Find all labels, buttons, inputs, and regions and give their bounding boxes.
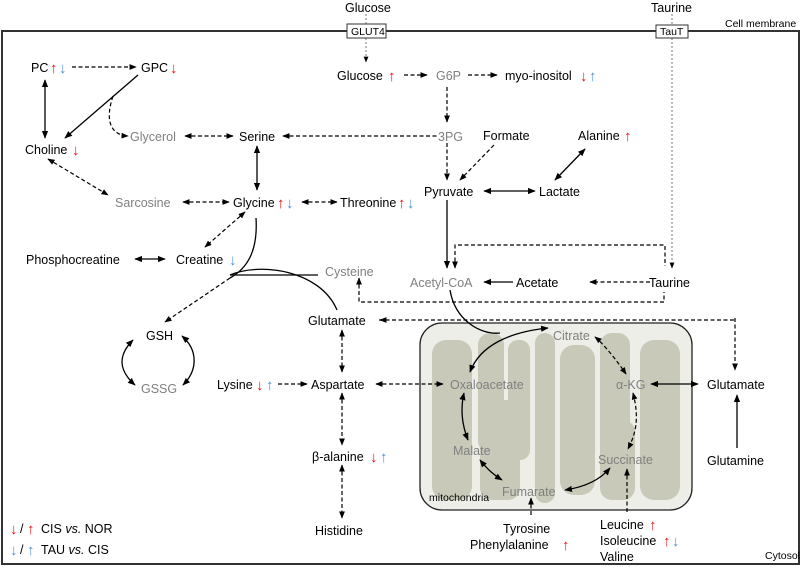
node-lysine: Lysine: [217, 378, 253, 392]
node-alpha-kg: α-KG: [616, 378, 645, 392]
node-formate: Formate: [483, 129, 530, 143]
glut4-label: GLUT4: [351, 26, 385, 38]
node-glutamine: Glutamine: [707, 454, 764, 468]
cell-membrane-label: Cell membrane: [725, 18, 796, 30]
node-valine: Valine: [600, 550, 634, 564]
mitochondria: mitochondria: [419, 322, 693, 511]
legend-slash: /: [20, 543, 24, 557]
up-blue-arrow-icon: ↑: [589, 68, 597, 85]
down-blue-arrow-icon: ↓: [229, 252, 237, 269]
node-aspartate: Aspartate: [311, 378, 365, 392]
node-glucose: Glucose: [337, 69, 383, 83]
extracellular-glucose: Glucose: [345, 1, 391, 15]
node-isoleucine: Isoleucine: [600, 534, 656, 548]
node-glutamate-mito: Glutamate: [707, 378, 765, 392]
node-tyrosine: Tyrosine: [503, 522, 550, 536]
up-red-arrow-icon: ↑: [663, 533, 671, 550]
down-red-arrow-icon: ↓: [72, 142, 80, 159]
node-myo-inositol: myo-inositol: [505, 69, 572, 83]
node-glutamate: Glutamate: [308, 314, 366, 328]
node-serine: Serine: [239, 130, 275, 144]
up-blue-arrow-icon: ↑: [380, 449, 388, 466]
down-red-arrow-icon: ↓: [580, 68, 588, 85]
node-g6p: G6P: [436, 69, 461, 83]
legend-cis-vs-nor: CIS vs. NOR: [41, 522, 113, 536]
node-citrate: Citrate: [553, 329, 590, 343]
node-glycine: Glycine: [233, 196, 275, 210]
up-red-arrow-icon: ↑: [649, 517, 657, 534]
node-3pg: 3PG: [438, 130, 463, 144]
node-choline: Choline: [25, 143, 67, 157]
node-fumarate: Fumarate: [502, 485, 556, 499]
down-red-arrow-icon: ↓: [256, 377, 264, 394]
node-gpc: GPC: [141, 61, 168, 75]
node-histidine: Histidine: [315, 524, 363, 538]
node-pc: PC: [31, 61, 48, 75]
node-oxaloacetate: Oxaloacetate: [450, 378, 524, 392]
up-red-arrow-icon: ↑: [388, 68, 396, 85]
node-creatine: Creatine: [176, 253, 223, 267]
node-sarcosine: Sarcosine: [115, 196, 171, 210]
up-red-arrow-icon: ↑: [562, 537, 570, 554]
down-blue-arrow-icon: ↓: [672, 533, 680, 550]
down-blue-arrow-icon: ↓: [59, 60, 67, 77]
legend-slash: /: [20, 522, 24, 536]
up-red-arrow-icon: ↑: [27, 521, 35, 538]
taut-label: TauT: [660, 26, 684, 38]
up-red-arrow-icon: ↑: [277, 195, 285, 212]
node-acetyl-coa: Acetyl-CoA: [410, 276, 473, 290]
node-lactate: Lactate: [539, 185, 580, 199]
node-phenylalanine: Phenylalanine: [470, 538, 549, 552]
node-cysteine: Cysteine: [325, 265, 374, 279]
cytosol-label: Cytosol: [765, 550, 800, 562]
legend: ↓ / ↑ CIS vs. NOR ↓ / ↑ TAU vs. CIS: [10, 521, 113, 559]
down-blue-arrow-icon: ↓: [286, 195, 294, 212]
up-red-arrow-icon: ↑: [398, 195, 406, 212]
node-pyruvate: Pyruvate: [424, 185, 473, 199]
node-gsh: GSH: [146, 329, 173, 343]
up-red-arrow-icon: ↑: [624, 128, 632, 145]
node-taurine: Taurine: [649, 276, 690, 290]
down-blue-arrow-icon: ↓: [407, 195, 415, 212]
node-succinate: Succinate: [598, 453, 653, 467]
node-gssg: GSSG: [141, 382, 177, 396]
up-blue-arrow-icon: ↑: [266, 377, 274, 394]
pathway-edges: [41, 64, 741, 519]
node-alanine: Alanine: [578, 129, 620, 143]
up-red-arrow-icon: ↑: [50, 60, 58, 77]
node-glycerol: Glycerol: [130, 130, 176, 144]
node-threonine: Threonine: [340, 196, 396, 210]
extracellular-taurine: Taurine: [651, 1, 692, 15]
down-red-arrow-icon: ↓: [370, 449, 378, 466]
node-malate: Malate: [453, 444, 491, 458]
cell-membrane: [1, 30, 800, 565]
up-blue-arrow-icon: ↑: [27, 542, 35, 559]
node-acetate: Acetate: [516, 276, 558, 290]
metabolite-nodes: PC ↑ ↓ GPC ↓ Glucose ↑ G6P myo-inositol …: [25, 60, 765, 564]
down-red-arrow-icon: ↓: [170, 60, 178, 77]
down-red-arrow-icon: ↓: [10, 521, 18, 538]
taut-transporter: [655, 24, 689, 39]
down-blue-arrow-icon: ↓: [10, 542, 18, 559]
node-beta-alanine: β-alanine: [312, 450, 364, 464]
node-leucine: Leucine: [600, 518, 644, 532]
mitochondria-label: mitochondria: [429, 492, 489, 504]
node-phosphocreatine: Phosphocreatine: [26, 253, 120, 267]
glut4-transporter: [346, 23, 387, 39]
legend-tau-vs-cis: TAU vs. CIS: [41, 543, 109, 557]
